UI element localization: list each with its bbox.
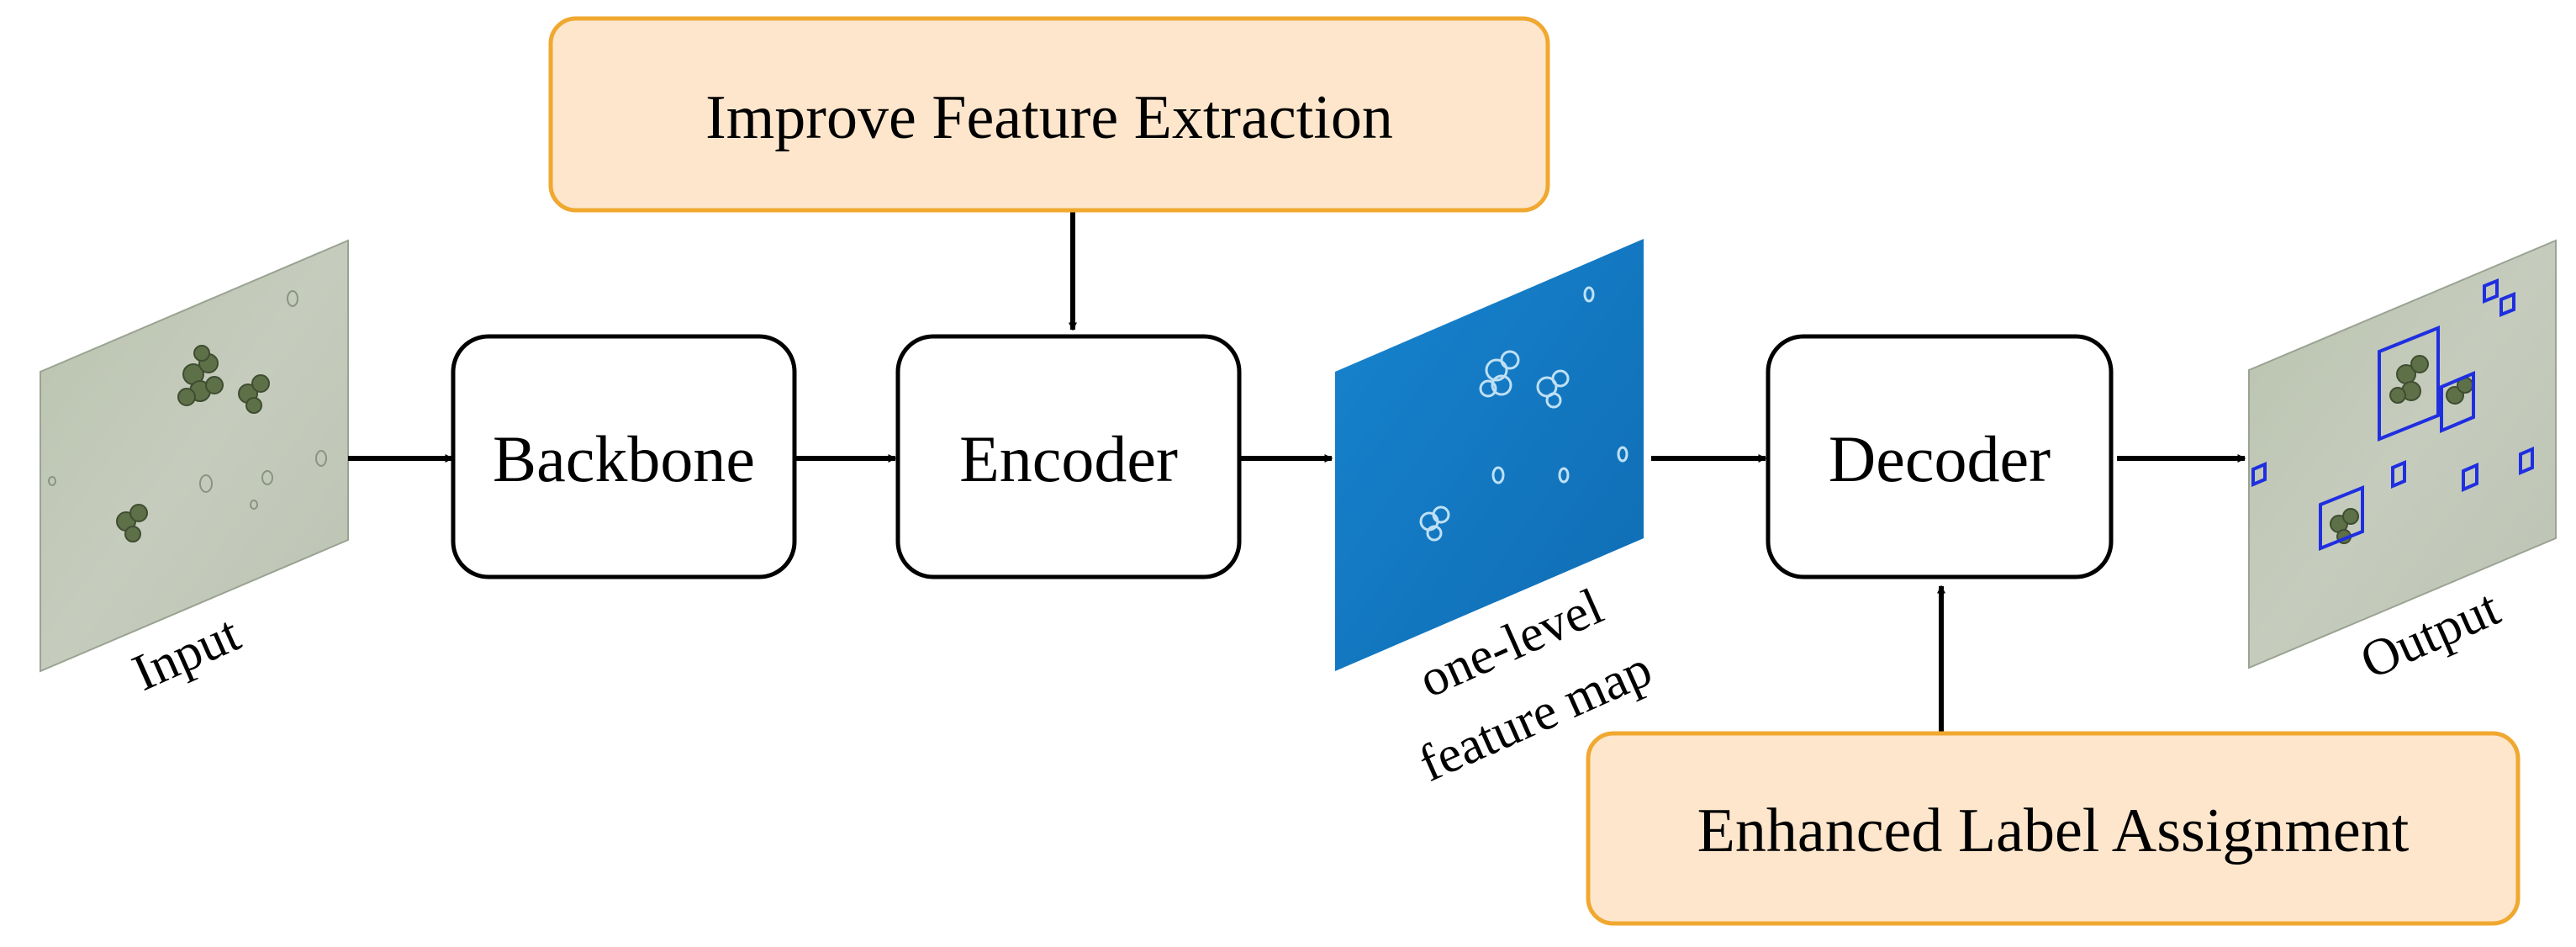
enhanced-label-assignment-box: Enhanced Label Assignment — [1586, 731, 2521, 926]
encoder-box: Encoder — [895, 334, 1242, 579]
decoder-box: Decoder — [1766, 334, 2114, 579]
detection-boxes — [2251, 278, 2534, 551]
flow-arrows — [348, 210, 2246, 732]
backbone-label: Backbone — [493, 422, 755, 495]
backbone-box: Backbone — [451, 334, 797, 579]
output-image — [2248, 239, 2557, 669]
feature-map-image — [1335, 239, 1644, 671]
improve-feature-extraction-label: Improve Feature Extraction — [705, 83, 1393, 152]
cell-cluster — [116, 345, 270, 542]
enhanced-label-assignment-label: Enhanced Label Assignment — [1697, 796, 2410, 865]
decoder-label: Decoder — [1829, 422, 2051, 495]
improve-feature-extraction-box: Improve Feature Extraction — [548, 16, 1550, 213]
encoder-label: Encoder — [959, 422, 1178, 495]
input-image — [40, 239, 349, 673]
